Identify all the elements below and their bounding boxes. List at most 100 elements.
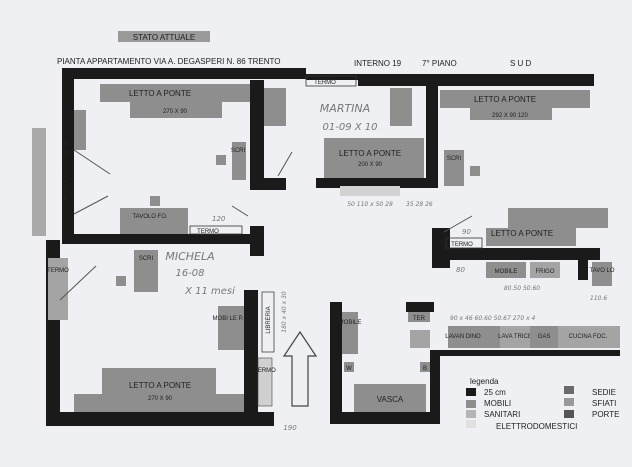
- legend-swatch-elettrodomestici: [466, 420, 476, 428]
- radiator-mid-right-label: TERMO: [451, 242, 473, 248]
- bed-center: [324, 138, 424, 178]
- fridge: [530, 262, 560, 278]
- chair-top-right: [470, 166, 480, 176]
- entrance-arrow-icon: [282, 330, 318, 407]
- bed-mid-right-lower: [486, 228, 576, 246]
- mobile-pc-label: MOBI LE P.C.: [213, 316, 250, 322]
- legend-swatch-sfiati: [564, 398, 574, 406]
- handwritten-120: 120: [212, 215, 226, 223]
- door-bottom-left: [59, 265, 97, 301]
- bidet: [420, 362, 430, 372]
- desk-bottom-left: [134, 250, 158, 292]
- handwritten-80: 80: [456, 266, 465, 274]
- radiator-corridor-label: TERMO: [254, 368, 276, 374]
- legend-label-porte: PORTE: [592, 410, 619, 419]
- sink-label: LAVAN DINO: [445, 334, 481, 340]
- gas-label: GAS: [538, 334, 551, 340]
- handwritten-mobile-dims: 80.50 50.60: [504, 285, 540, 292]
- handwritten-110: 110.6: [590, 295, 607, 302]
- fridge-label: FRIGO: [536, 269, 555, 275]
- toilet-label: W: [346, 366, 352, 372]
- gas: [530, 326, 558, 348]
- bed-top-left-label: LETTO A PONTE: [129, 89, 191, 98]
- stove-label: CUCINA FOC.: [569, 334, 608, 340]
- bathroom-cabinet-label: MOBILE: [339, 320, 362, 326]
- desk-bottom-left-label: SCRI: [139, 256, 154, 262]
- bidet-label: B: [423, 366, 427, 372]
- handwritten-door-dims: 50 110 x 50 28: [347, 201, 393, 208]
- chair-bottom-left: [116, 276, 126, 286]
- door-sill: [340, 186, 400, 196]
- table-right: [592, 262, 612, 286]
- radiator-corridor: [257, 357, 273, 407]
- mobile-pc: [218, 306, 244, 350]
- chair: [150, 196, 160, 206]
- bed-top-right-size: 292 X 90 120: [492, 113, 528, 119]
- washing-machine: [500, 326, 530, 348]
- door-mid-right: [443, 215, 473, 233]
- walls: [46, 68, 620, 426]
- bathroom-cabinet: [342, 312, 358, 354]
- balcony: [32, 128, 46, 236]
- legend-swatch-sanitari: [466, 410, 476, 418]
- desk-label: TAVOLO FO.: [132, 214, 167, 220]
- bed-top-left-upper: [100, 84, 250, 102]
- floor-number: 7° PIANO: [422, 59, 457, 68]
- handwritten-martina: MARTINA: [320, 102, 370, 115]
- legend-label-elettrodomestici: ELETTRODOMESTICI: [496, 422, 577, 431]
- legend-label-sedie: SEDIE: [592, 388, 616, 397]
- status-stamp: STATO ATTUALE: [133, 33, 196, 42]
- door-center: [277, 151, 293, 177]
- stove: [558, 326, 620, 348]
- mobile-kitchen-label: MOBILE: [495, 269, 518, 275]
- legend-swatch-25cm: [466, 388, 476, 396]
- toilet: [344, 362, 354, 372]
- table-right-label: TAVO LO: [589, 268, 614, 274]
- desk: [120, 208, 188, 234]
- handwritten-libreria-dims: 180 x 40 x 30: [281, 291, 288, 333]
- door-corridor-left: [231, 205, 249, 217]
- legend-label-sfiati: SFIATI: [592, 399, 616, 408]
- legend-swatch-mobili: [466, 400, 476, 408]
- radiator-top-left-label: TERMO: [197, 229, 219, 235]
- radiator-bottom-left: [48, 258, 68, 320]
- bed-mid-right: [508, 208, 608, 228]
- bed-bottom-left-lower: [74, 394, 244, 412]
- bathtub: [354, 384, 426, 412]
- handwritten-martina-date: 01-09 X 10: [323, 122, 378, 133]
- mobile-kitchen: [486, 262, 526, 278]
- bed-top-right-upper: [440, 90, 590, 108]
- legend-swatch-sedie: [564, 386, 574, 394]
- radiator-top-left: [189, 225, 243, 235]
- interior-number: INTERNO 19: [354, 59, 402, 68]
- bookcase-label: LIBRERIA: [266, 306, 272, 333]
- legend: legenda 25 cm MOBILI SANITARI ELETTRODOM…: [466, 377, 619, 431]
- radiator-center: [305, 75, 357, 87]
- radiator-center-label: TERMO: [314, 80, 336, 86]
- desk-top-right: [444, 150, 464, 186]
- bed-top-left-size: 270 X 90: [163, 109, 188, 115]
- bookcase: [261, 291, 275, 353]
- wardrobe-top-left: [74, 110, 86, 150]
- legend-title: legenda: [470, 377, 499, 386]
- bed-bottom-left-label: LETTO A PONTE: [129, 381, 191, 390]
- radiator-bottom-left-label: TERMO: [47, 268, 69, 274]
- chair-center: [216, 155, 226, 165]
- legend-swatch-porte: [564, 410, 574, 418]
- bed-top-left-lower: [130, 102, 222, 118]
- status-stamp-box: [118, 31, 210, 42]
- handwritten-michela-date: 16-08: [175, 268, 204, 279]
- sink: [448, 326, 500, 348]
- radiator-bathroom-label: TER: [413, 316, 426, 322]
- plan-title: PIANTA APPARTAMENTO VIA A. DEGASPERI N. …: [57, 57, 280, 66]
- wardrobe-center: [264, 88, 286, 126]
- bed-bottom-left: [102, 368, 216, 394]
- handwritten-michela: MICHELA: [165, 250, 214, 263]
- handwritten-90: 90: [462, 228, 471, 236]
- bed-top-right-label: LETTO A PONTE: [474, 95, 536, 104]
- bed-top-right-lower: [470, 108, 552, 120]
- radiator-mid-right: [445, 237, 483, 249]
- door-top-left: [73, 149, 111, 175]
- bathtub-label: VASCA: [377, 395, 404, 404]
